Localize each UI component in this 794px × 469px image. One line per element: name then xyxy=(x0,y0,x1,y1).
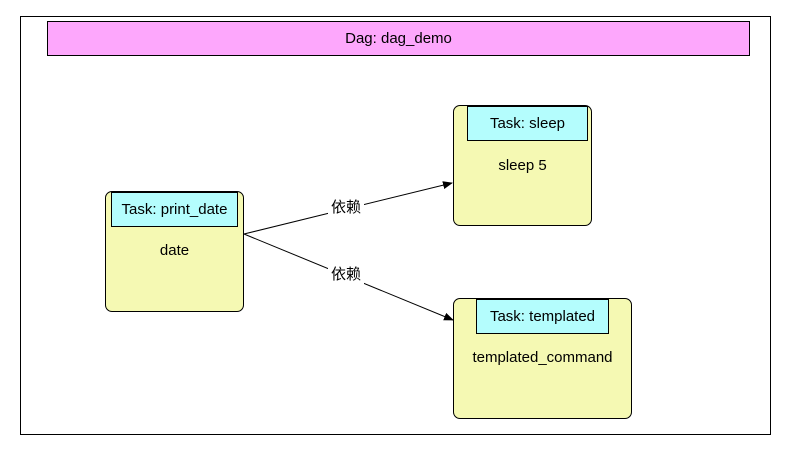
task-command-sleep: sleep 5 xyxy=(498,157,547,174)
dag-title: Dag: dag_demo xyxy=(47,21,750,56)
edge-label-sleep: 依赖 xyxy=(328,199,365,217)
edge-label-templated: 依赖 xyxy=(328,266,365,284)
task-title-print-date: Task: print_date xyxy=(111,192,238,227)
task-node-sleep[interactable]: Task: sleep sleep 5 xyxy=(453,105,592,226)
task-node-print-date[interactable]: Task: print_date date xyxy=(105,191,244,312)
task-title-templated: Task: templated xyxy=(476,299,609,334)
task-title-sleep: Task: sleep xyxy=(467,106,588,141)
task-node-templated[interactable]: Task: templated templated_command xyxy=(453,298,632,419)
task-command-templated: templated_command xyxy=(472,349,613,366)
task-command-print-date: date xyxy=(159,242,190,259)
